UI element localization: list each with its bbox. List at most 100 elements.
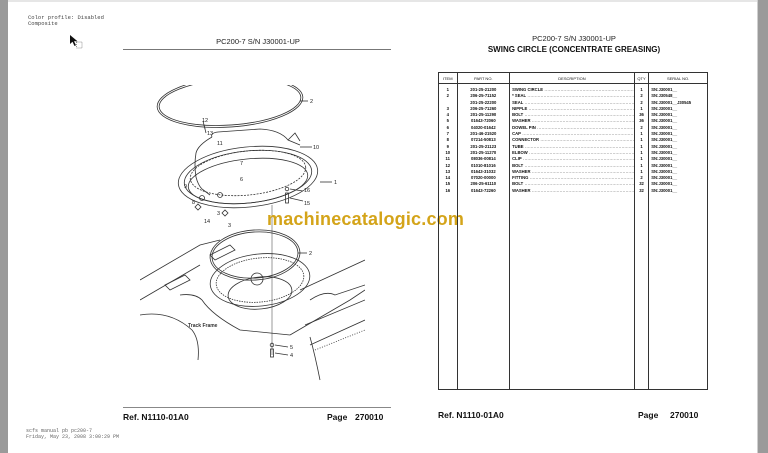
right-footer-page-number: 270010: [670, 410, 699, 420]
cell-qty: 1: [633, 83, 650, 94]
callout-3a: 3: [217, 211, 220, 217]
cell-qty: 1: [633, 131, 650, 138]
callout-2: 2: [310, 99, 313, 105]
callout-12: 12: [202, 118, 208, 124]
description-text: BOLT: [512, 112, 524, 118]
leader-dots: ........................................…: [523, 156, 633, 162]
description-text: WASHER: [512, 118, 531, 124]
cell-serial: SN:J30001__: [648, 137, 708, 144]
leader-dots: ........................................…: [528, 105, 635, 111]
left-page-header: PC200-7 S/N J30001-UP: [216, 37, 300, 46]
cell-serial: SN:J30001__: [648, 118, 708, 125]
description-text: TUBE: [512, 143, 524, 149]
left-footer-ref: Ref. N1110-01A0: [123, 412, 189, 422]
empty-cell: [456, 194, 511, 391]
cell-qty: 1: [633, 168, 650, 176]
description-text: BOLT: [512, 162, 524, 168]
right-page-header: PC200-7 S/N J30001-UP: [532, 34, 616, 43]
vertical-scrollbar[interactable]: [757, 0, 768, 453]
description-text: NIPPLE: [512, 105, 528, 111]
cell-serial: SN:J30001__J30545: [648, 99, 708, 106]
swing-circle-exploded-diagram: 2 12 13 11 10 7 1 6 9 8 16 15 14 3 3 2 5…: [140, 85, 365, 381]
callout-3b: 3: [228, 223, 231, 229]
description-text: WASHER: [512, 168, 531, 174]
mouse-cursor-icon: [70, 35, 83, 49]
left-header-rule: [123, 49, 391, 50]
callout-4: 4: [290, 353, 293, 359]
col-serial-no: SERIAL NO.: [648, 72, 708, 84]
cell-serial: SN:J30548__: [648, 93, 708, 100]
color-profile-note: Color profile: Disabled Composite: [28, 15, 104, 27]
description-text: CLIP: [512, 156, 522, 162]
description-text: DOWEL PIN: [512, 124, 536, 130]
leader-dots: ........................................…: [531, 118, 633, 124]
description-text: BOLT: [512, 181, 524, 187]
empty-cell: [633, 194, 650, 391]
description-text: WASHER: [512, 187, 531, 193]
leader-dots: ........................................…: [524, 99, 635, 105]
leader-dots: ........................................…: [529, 149, 635, 155]
cell-part: 201-25-21200: [456, 83, 511, 94]
callout-15: 15: [304, 201, 310, 207]
leader-dots: ........................................…: [531, 168, 633, 174]
description-text: CONNECTOR: [512, 137, 540, 143]
cell-qty: 32: [633, 187, 650, 195]
description-text: FITTING: [512, 175, 529, 181]
leader-dots: ........................................…: [524, 143, 635, 149]
callout-14: 14: [204, 219, 210, 225]
cell-serial: SN:J30001__: [648, 131, 708, 138]
cell-qty: 2: [633, 99, 650, 106]
leader-dots: ........................................…: [527, 93, 634, 99]
callout-10: 10: [313, 145, 319, 151]
leader-dots: ........................................…: [524, 112, 635, 118]
cell-qty: 2: [633, 93, 650, 100]
empty-cell: [648, 194, 708, 391]
col-item: ITEM: [438, 72, 458, 84]
cell-qty: 32: [633, 181, 650, 188]
cell-serial: SN:J30001__: [648, 168, 708, 176]
callout-13: 13: [207, 131, 213, 137]
right-footer-page-label: Page: [638, 410, 659, 420]
cell-qty: 1: [633, 137, 650, 144]
print-footer-line2: Friday, May 23, 2008 3:00:29 PM: [26, 434, 120, 440]
cell-serial: SN:J30001__: [648, 175, 708, 182]
watermark: machinecatalogic.com: [267, 209, 465, 229]
cell-qty: 1: [633, 149, 650, 157]
cell-desc: SWING CIRCLE ...........................…: [509, 83, 635, 94]
leader-dots: ........................................…: [524, 162, 635, 168]
cell-qty: 1: [633, 143, 650, 150]
print-footer-line1: scfs manual pb pc200-7: [26, 428, 93, 434]
left-footer-rule: [123, 407, 391, 408]
description-text: * SEAL: [512, 93, 527, 99]
callout-2b: 2: [309, 251, 312, 257]
leader-dots: ........................................…: [540, 137, 635, 143]
description-text: SEAL: [512, 99, 524, 105]
print-footer-note: scfs manual pb pc200-7 Friday, May 23, 2…: [26, 428, 119, 440]
leader-dots: ........................................…: [544, 87, 634, 92]
leader-dots: ........................................…: [529, 175, 634, 181]
leader-dots: ........................................…: [537, 124, 635, 130]
leader-dots: ........................................…: [531, 187, 633, 193]
left-footer-page-number: 270010: [355, 412, 384, 422]
description-text: ELBOW: [512, 149, 528, 155]
callout-5: 5: [290, 345, 293, 351]
cell-serial: SN:J30001__: [648, 143, 708, 150]
track-frame-caption: Track Frame: [188, 323, 218, 329]
cell-serial: SN:J30001__: [648, 187, 708, 195]
callout-1: 1: [334, 180, 337, 186]
cell-serial: SN:J30001__: [648, 149, 708, 157]
empty-cell: [438, 194, 458, 391]
left-viewer-gutter: [0, 0, 8, 453]
